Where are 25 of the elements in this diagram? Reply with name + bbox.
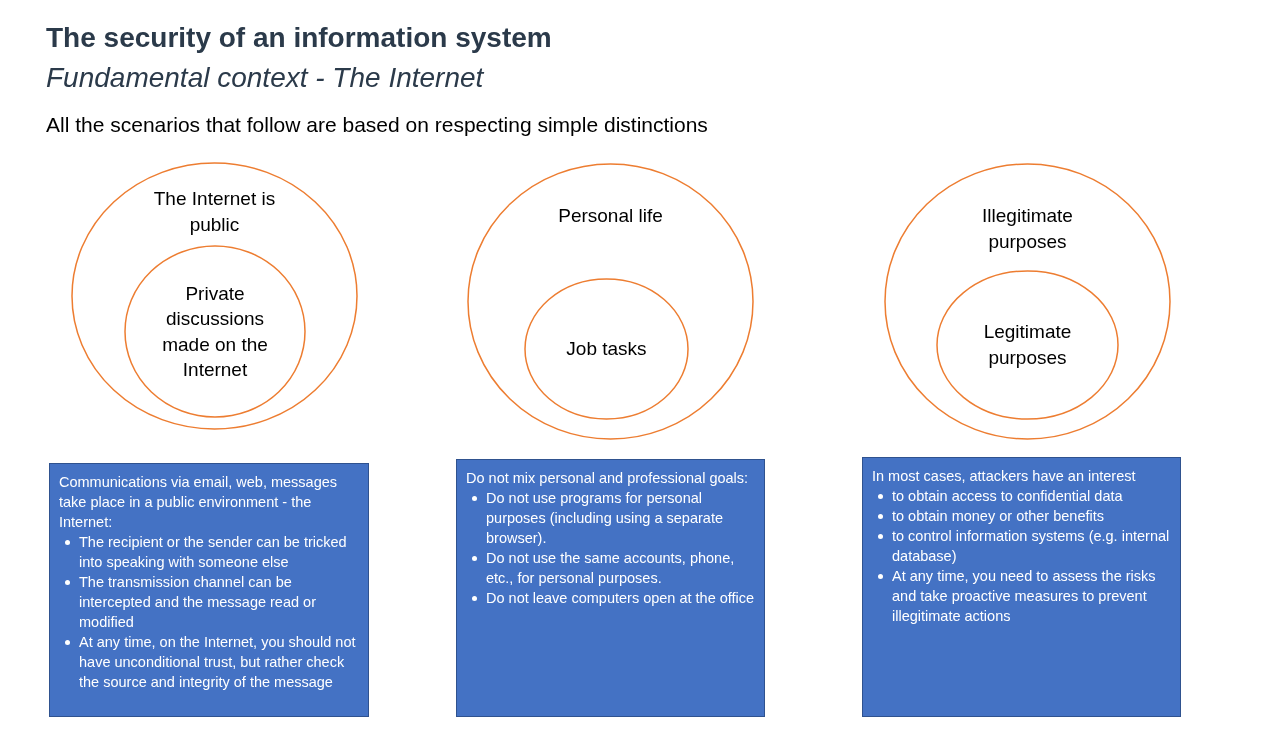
text-panel bbox=[862, 457, 1181, 717]
title: The security of an information system bbox=[46, 22, 552, 54]
circle-label: Illegitimate purposes bbox=[981, 204, 1074, 254]
text-panel bbox=[456, 459, 765, 717]
circle-label: Private discussions made on the Internet bbox=[161, 281, 269, 383]
text-panel bbox=[49, 463, 369, 717]
bullet-item: Do not use the same accounts, phone, etc., for personal purposes. bbox=[486, 548, 756, 588]
bullet-item: The transmission channel can be intercepted and the message read or modified bbox=[79, 572, 360, 632]
circle-label: The Internet is public bbox=[152, 187, 277, 237]
circle-label: Legitimate purposes bbox=[982, 320, 1073, 370]
intro-text: All the scenarios that follow are based on respecting simple distinctions bbox=[46, 113, 708, 137]
bullet-item: At any time, you need to assess the risks and take proactive measures to prevent illegitimate actions bbox=[892, 566, 1172, 626]
panel-text: Do not mix personal and professional goals: bbox=[466, 469, 750, 488]
bullet-item: The recipient or the sender can be tricked into speaking with someone else bbox=[79, 532, 360, 572]
subtitle: Fundamental context - The Internet bbox=[46, 62, 484, 94]
panel-text: In most cases, attackers have an interest bbox=[872, 467, 1137, 486]
panel-text: Communications via email, web, messages take place in a public environment - the Internet: bbox=[59, 473, 339, 532]
bullet-item: to control information systems (e.g. internal database) bbox=[892, 526, 1172, 566]
bullet-item: Do not use programs for personal purposes (including using a separate browser). bbox=[486, 488, 756, 548]
bullet-item: At any time, on the Internet, you should not have unconditional trust, but rather check the source and integrity of the message bbox=[79, 632, 360, 692]
bullet-item: to obtain money or other benefits bbox=[892, 506, 1172, 526]
bullet-item: to obtain access to confidential data bbox=[892, 486, 1172, 506]
bullet-item: Do not leave computers open at the office bbox=[486, 588, 756, 608]
circle-label: Personal life bbox=[557, 204, 664, 228]
circle-label: Job tasks bbox=[565, 337, 648, 362]
